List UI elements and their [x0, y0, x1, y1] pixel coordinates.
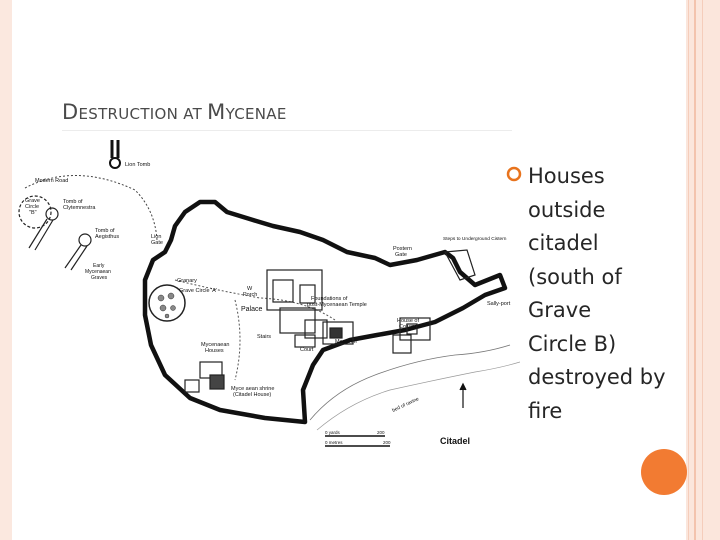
map-label: Aegisthus	[95, 234, 119, 240]
grave-shafts	[157, 292, 176, 319]
bullet-line: fire	[528, 398, 563, 423]
right-border-decoration	[686, 0, 720, 540]
scale-bar	[325, 435, 390, 447]
right-border-line	[702, 0, 703, 540]
mycenae-citadel-map: Lion Tomb Modern Road Grave Circle "B" T…	[5, 140, 520, 465]
bullet-icon	[506, 166, 522, 182]
map-label: Gate	[151, 240, 163, 246]
map-label: Porch	[243, 292, 257, 298]
citadel-map-svg: Lion Tomb Modern Road Grave Circle "B" T…	[18, 140, 520, 447]
map-label: Mycenaean	[85, 269, 111, 275]
grave-circle-a	[148, 284, 186, 322]
map-label: Columns	[399, 324, 421, 330]
map-label: Modern Road	[35, 178, 68, 184]
map-label: Early	[93, 263, 105, 269]
map-label: W	[247, 286, 253, 292]
slide-title: DESTRUCTION AT MYCENAE	[62, 100, 287, 124]
palace-building	[266, 269, 354, 348]
house-of-columns	[392, 317, 431, 354]
title-divider	[62, 130, 512, 131]
map-label: Myce aean shrine	[231, 386, 274, 392]
map-label: Mycenaean	[201, 342, 229, 348]
lion-tomb-icon	[109, 140, 121, 169]
map-label: Megaron	[335, 339, 357, 345]
map-label: Graves	[91, 275, 108, 281]
bullet-line: destroyed by	[528, 365, 666, 389]
map-title-citadel: Citadel	[440, 436, 470, 446]
cistern-passage	[444, 249, 476, 281]
right-border-line	[694, 0, 696, 540]
north-arrow-icon	[459, 382, 467, 408]
bullet-line: Houses	[528, 164, 605, 188]
bullet-line: Circle B)	[528, 331, 617, 356]
map-label: Grave Circle 'A'	[179, 288, 217, 294]
decorative-orange-circle	[641, 449, 687, 495]
map-label: Circle	[25, 204, 39, 210]
map-label: Court	[300, 347, 314, 353]
map-label: Lion Tomb	[125, 162, 150, 168]
map-label: 200	[377, 430, 385, 435]
map-label: Palace	[241, 306, 263, 313]
map-label: 0 yards	[325, 430, 341, 435]
map-label: Clytemnestra	[63, 205, 96, 211]
title-initial: D	[62, 100, 79, 124]
grave-circle-b	[18, 195, 52, 229]
title-smallcaps: YCENAE	[225, 105, 287, 123]
map-label: Postern	[393, 246, 412, 252]
bullet-text: Houses outside citadel (south of Grave C…	[528, 160, 698, 428]
map-label: bed of ravine	[391, 396, 420, 414]
map-label: Steps to Underground Cistern	[443, 236, 507, 242]
map-label: (Citadel House)	[233, 392, 271, 398]
map-label: Tomb of	[63, 199, 83, 205]
bullet-line: outside	[528, 197, 606, 222]
title-smallcaps: ESTRUCTION AT	[78, 105, 208, 123]
map-label: Stairs	[257, 334, 271, 340]
map-label: post-Mycenaean Temple	[307, 302, 367, 308]
left-border-decoration	[0, 0, 12, 540]
map-label: House of	[397, 318, 419, 324]
map-label: Grave	[25, 198, 40, 204]
tomb-aegisthus-icon	[64, 233, 92, 271]
map-label: "B"	[29, 210, 37, 216]
right-border-line	[688, 0, 689, 540]
map-label: Lion	[151, 234, 161, 240]
bullet-line: Grave	[528, 298, 592, 322]
title-initial: M	[207, 100, 226, 124]
map-label: 0 metres	[325, 440, 343, 445]
inner-path	[234, 299, 241, 381]
map-label: Houses	[205, 348, 224, 354]
map-label: Granary	[177, 278, 197, 284]
map-label: 200	[383, 440, 391, 445]
tomb-clytemnestra-icon	[28, 207, 59, 251]
ravine-contour	[309, 344, 511, 421]
bullet-line: citadel	[528, 231, 599, 255]
map-label: Sally-port	[487, 301, 511, 307]
citadel-wall	[142, 199, 508, 425]
map-label: Gate	[395, 252, 407, 258]
modern-road	[24, 175, 158, 241]
mycenaean-houses	[184, 361, 225, 393]
map-label: Tomb of	[95, 228, 115, 234]
bullet-line: (south of	[528, 264, 622, 289]
ravine-contour	[316, 361, 520, 431]
map-label: Foundations of	[311, 296, 348, 302]
